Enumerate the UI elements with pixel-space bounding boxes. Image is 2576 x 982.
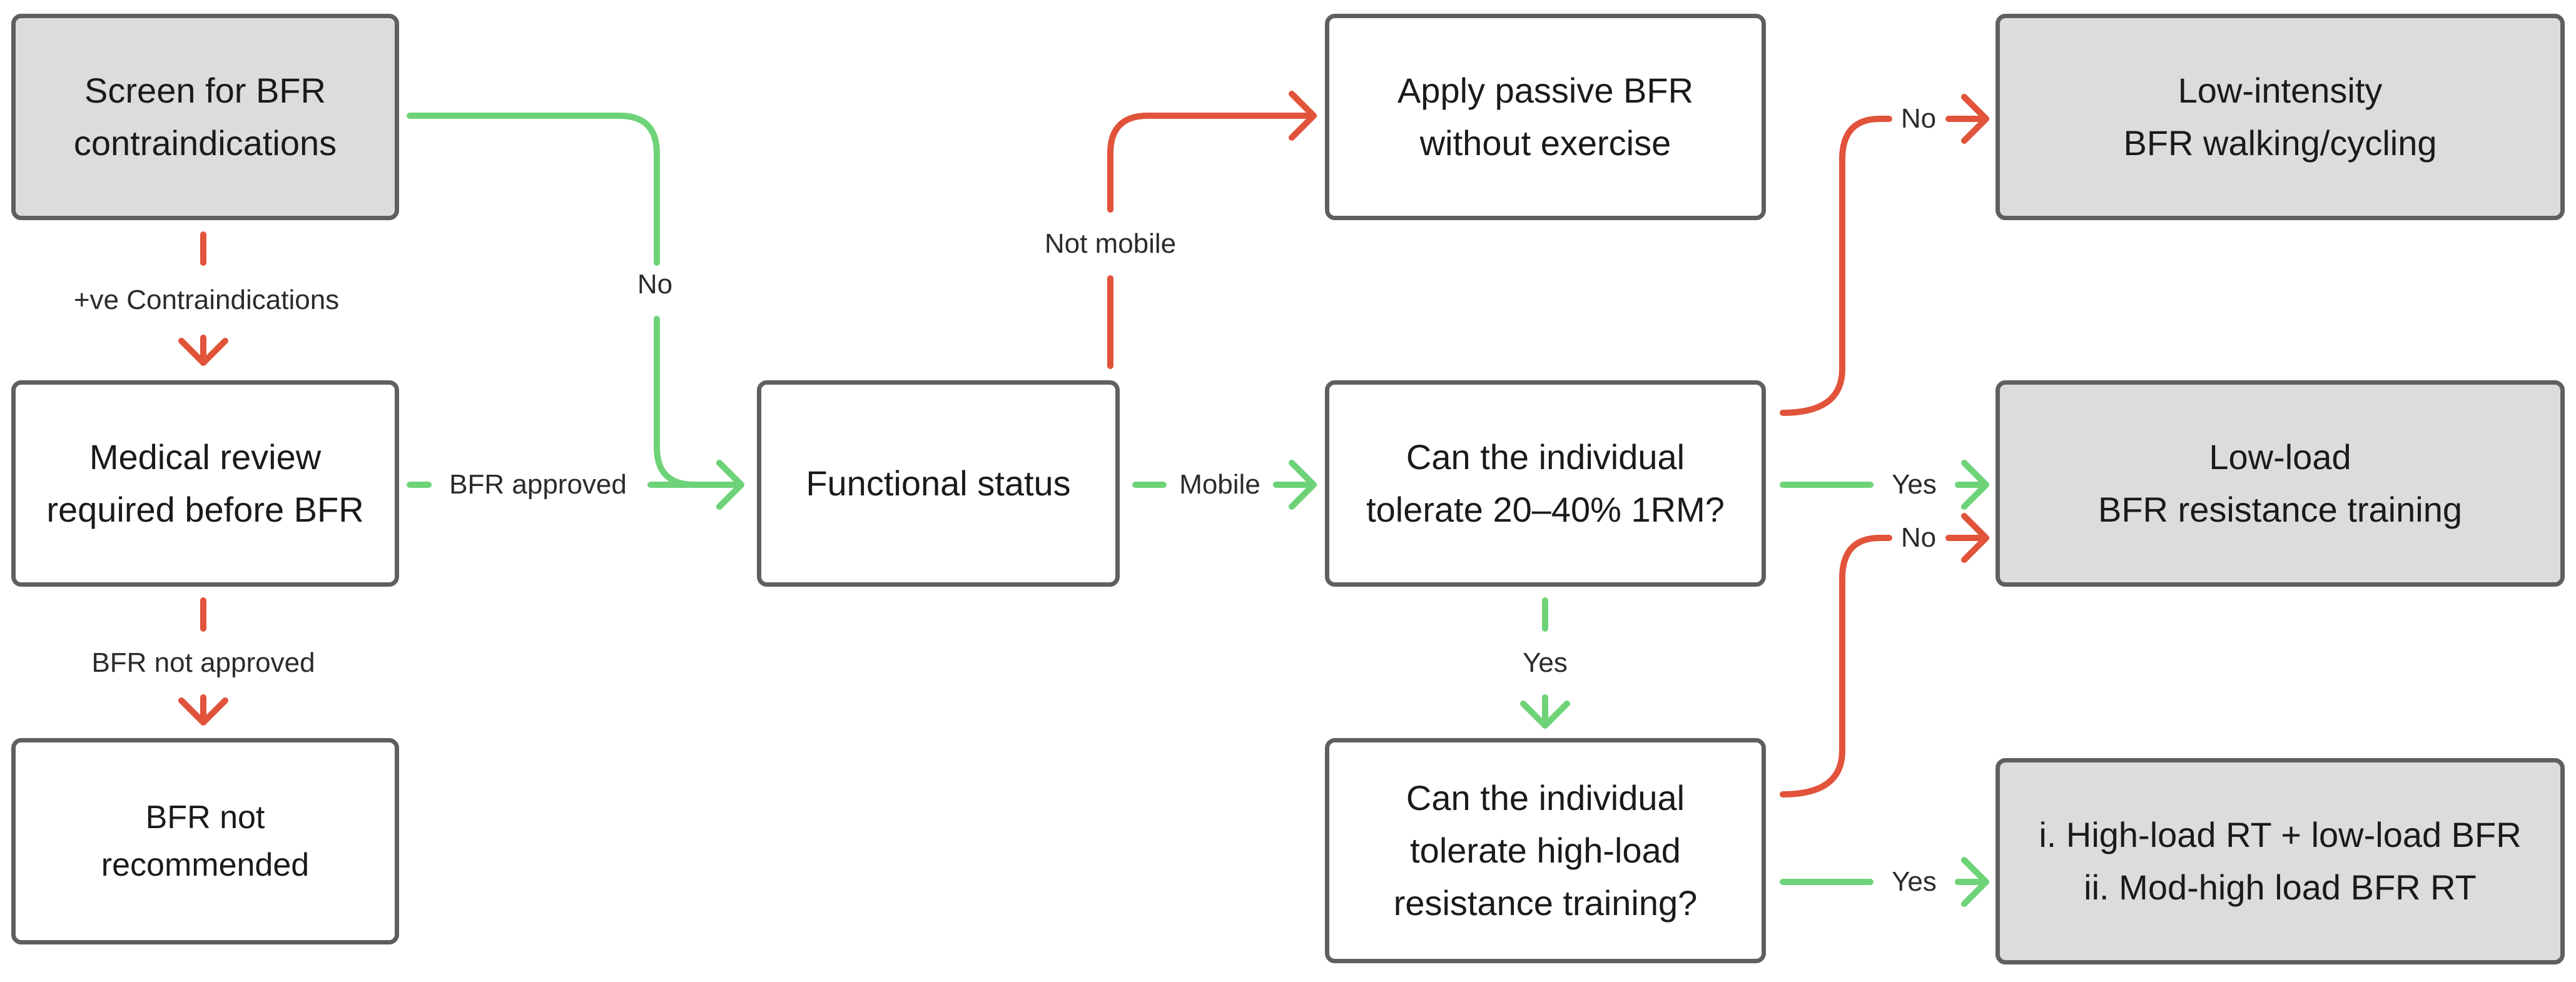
node-line: i. High-load RT + low-load BFR	[2039, 815, 2522, 854]
edge-tolerate-20-40-to-low-intensity	[1780, 94, 1989, 416]
node-functional-status: Functional status	[757, 380, 1120, 587]
edge-medical-review-to-not-recommended	[178, 597, 228, 726]
edge-tolerate-high-load-to-high-load-options	[1780, 857, 1989, 907]
node-screen-contraindications: Screen for BFR contraindications	[11, 14, 399, 220]
edge-label-contraindications: +ve Contraindications	[73, 285, 340, 315]
node-line: recommended	[101, 847, 310, 883]
node-line: Can the individual	[1406, 437, 1685, 477]
node-line: Functional status	[806, 463, 1071, 503]
edge-label-yes: Yes	[1892, 866, 1937, 897]
edge-label-no: No	[637, 269, 673, 300]
node-low-load: Low-load BFR resistance training	[1995, 380, 2565, 587]
node-line: required before BFR	[46, 490, 364, 529]
edge-tolerate-20-40-to-tolerate-high-load	[1520, 597, 1570, 729]
node-tolerate-high-load: Can the individual tolerate high-load re…	[1325, 738, 1766, 963]
node-line: tolerate 20–40% 1RM?	[1366, 490, 1725, 529]
edge-label-no: No	[1900, 103, 1937, 134]
node-line: BFR not	[145, 799, 265, 836]
node-bfr-not-recommended: BFR not recommended	[11, 738, 399, 944]
node-tolerate-20-40-1rm: Can the individual tolerate 20–40% 1RM?	[1325, 380, 1766, 587]
node-low-intensity: Low-intensity BFR walking/cycling	[1995, 14, 2565, 220]
edge-tolerate-20-40-to-low-load	[1780, 460, 1989, 510]
node-line: Low-intensity	[2178, 71, 2383, 110]
edge-screen-to-functional-status	[407, 113, 744, 510]
node-line: Medical review	[89, 437, 322, 477]
node-line: Can the individual	[1406, 778, 1685, 817]
edge-screen-to-medical-review	[178, 231, 228, 366]
edge-tolerate-high-load-to-low-load	[1780, 513, 1989, 797]
node-passive-bfr: Apply passive BFR without exercise	[1325, 14, 1766, 220]
node-medical-review: Medical review required before BFR	[11, 380, 399, 587]
edge-label-bfr-approved: BFR approved	[449, 469, 627, 500]
edge-label-yes: Yes	[1892, 469, 1937, 500]
edge-medical-review-to-functional-status	[407, 460, 744, 510]
node-line: without exercise	[1419, 123, 1671, 163]
node-line: BFR walking/cycling	[2123, 123, 2437, 163]
node-line: tolerate high-load	[1410, 831, 1681, 870]
node-line: contraindications	[73, 123, 337, 163]
edge-label-mobile: Mobile	[1179, 469, 1260, 500]
edge-label-yes: Yes	[1523, 647, 1568, 678]
node-line: Screen for BFR	[84, 71, 326, 110]
node-line: BFR resistance training	[2097, 490, 2462, 529]
edge-functional-status-to-tolerate-20-40	[1132, 460, 1317, 510]
edge-functional-status-to-passive-bfr	[1107, 91, 1317, 369]
node-line: ii. Mod-high load BFR RT	[2084, 868, 2477, 907]
node-high-load-options: i. High-load RT + low-load BFR ii. Mod-h…	[1995, 758, 2565, 964]
edge-label-not-mobile: Not mobile	[1044, 228, 1177, 259]
edge-label-bfr-not-approved: BFR not approved	[91, 647, 315, 678]
node-line: resistance training?	[1393, 883, 1698, 923]
node-line: Apply passive BFR	[1397, 71, 1694, 110]
edge-label-no: No	[1900, 522, 1937, 553]
node-line: Low-load	[2209, 437, 2351, 477]
